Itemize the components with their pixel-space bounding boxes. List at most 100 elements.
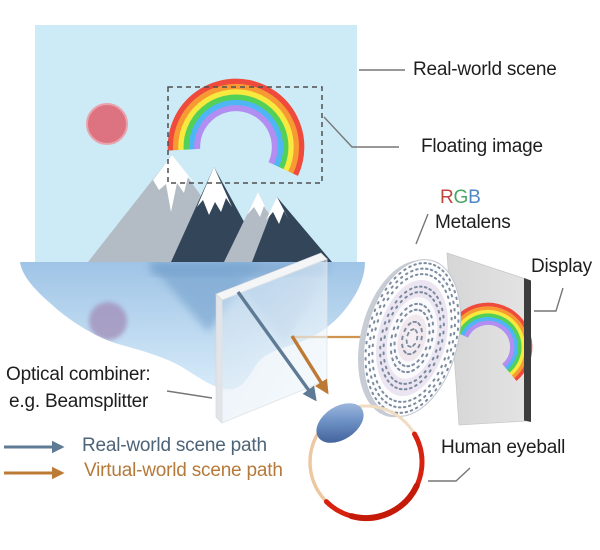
legend-virtual-path-label: Virtual-world scene path	[84, 460, 283, 481]
metalens-dot	[386, 297, 390, 301]
metalens-dot	[386, 313, 390, 318]
metalens-dot	[420, 267, 424, 270]
metalens-dot	[413, 308, 418, 311]
metalens-dot	[413, 402, 417, 406]
metalens-dot	[438, 381, 442, 386]
metalens-dot	[446, 295, 450, 299]
metalens-dot	[370, 375, 373, 379]
metalens-dot	[409, 275, 414, 278]
rainbow-band	[194, 105, 278, 165]
metalens-dot	[446, 367, 449, 372]
metalens-dot	[390, 350, 393, 355]
metalens-dot	[438, 317, 442, 321]
metalens-dot	[418, 375, 423, 379]
metalens-dot	[452, 300, 455, 305]
rainbow-band	[457, 313, 522, 373]
metalens-dot	[381, 329, 384, 333]
metalens-dot	[413, 396, 417, 400]
metalens-dot	[406, 370, 410, 374]
metalens-dot	[430, 314, 433, 319]
metalens-dot	[369, 336, 372, 341]
metalens-dot	[403, 400, 407, 403]
metalens-dot	[399, 299, 403, 304]
metalens-dot	[442, 322, 445, 327]
metalens-dot	[370, 328, 374, 332]
metalens-dot	[438, 347, 442, 351]
metalens-dot	[398, 271, 402, 275]
metalens-dot	[432, 329, 435, 334]
metalens-dot	[414, 384, 418, 388]
metalens-dot	[404, 295, 408, 299]
metalens-dot	[442, 375, 446, 379]
metalens-dot	[390, 306, 394, 310]
rgb-label: RGB	[440, 187, 481, 209]
metalens-dot	[434, 388, 438, 392]
rgb-r-letter: R	[440, 187, 454, 208]
metalens-dot	[407, 353, 412, 356]
metalens-dot	[419, 403, 424, 407]
leader-metalens	[415, 213, 429, 245]
metalens-dot	[437, 309, 441, 314]
metalens-dot	[398, 382, 403, 385]
metalens-dot	[390, 376, 394, 380]
metalens-dot	[425, 267, 429, 270]
metalens-dot	[448, 341, 451, 345]
metalens-dot	[432, 378, 436, 382]
metalens-dot	[365, 340, 368, 345]
metalens-dot	[414, 329, 418, 334]
metalens-dot	[380, 397, 384, 401]
human-eyeball-label: Human eyeball	[441, 437, 566, 458]
metalens-dot	[435, 303, 439, 308]
rgb-g-letter: G	[453, 187, 469, 208]
metalens-dot	[365, 372, 368, 376]
legend-real-path-label: Real-world scene path	[82, 435, 267, 456]
metalens-dot	[374, 327, 377, 331]
beamsplitter-left-edge	[215, 293, 223, 424]
eyeball-ring-red	[323, 431, 425, 521]
metalens-dot	[446, 349, 449, 353]
metalens-dot	[441, 284, 445, 288]
metalens-dot	[423, 394, 427, 399]
rainbow-band	[188, 99, 284, 167]
metalens-dot	[405, 272, 409, 276]
metalens-dot	[423, 262, 427, 265]
metalens-dot	[390, 285, 394, 289]
metalens-dot	[451, 352, 455, 356]
metalens-dot	[419, 380, 423, 384]
metalens-dot	[364, 357, 367, 361]
display-label: Display	[531, 256, 592, 277]
metalens-dot	[428, 262, 432, 265]
metalens-dot	[427, 384, 432, 388]
metalens-dot	[371, 381, 375, 386]
metalens-dot	[448, 278, 452, 282]
metalens-dot	[394, 300, 398, 304]
metalens-dot	[418, 309, 423, 312]
metalens-dot	[403, 388, 408, 391]
metalens-dot	[381, 368, 384, 372]
metalens-dot	[371, 343, 374, 348]
metalens-dot	[395, 318, 399, 323]
metalens	[358, 259, 462, 418]
metalens-dot	[364, 364, 367, 369]
metalens-dot	[410, 328, 415, 331]
metalens-dot	[416, 359, 420, 363]
metalens-dot	[379, 311, 383, 315]
snow-cap	[266, 197, 289, 224]
metalens-dot	[434, 349, 438, 353]
metalens-dot	[438, 301, 442, 305]
metalens-dot	[414, 302, 418, 306]
metalens-dot	[455, 335, 459, 340]
metalens-dot	[399, 294, 403, 299]
legend-arrows	[4, 440, 65, 480]
metalens-dot	[425, 316, 429, 321]
metalens-dot	[401, 364, 406, 367]
metalens-dot	[438, 332, 442, 337]
metalens-dot	[457, 311, 460, 315]
metalens-dot	[431, 321, 434, 326]
metalens-dot	[389, 342, 392, 347]
snow-cap	[247, 192, 269, 217]
metalens-dot	[367, 352, 370, 357]
metalens-dot	[432, 291, 436, 295]
floating-image-box	[167, 86, 323, 184]
metalens-dot	[425, 353, 429, 358]
